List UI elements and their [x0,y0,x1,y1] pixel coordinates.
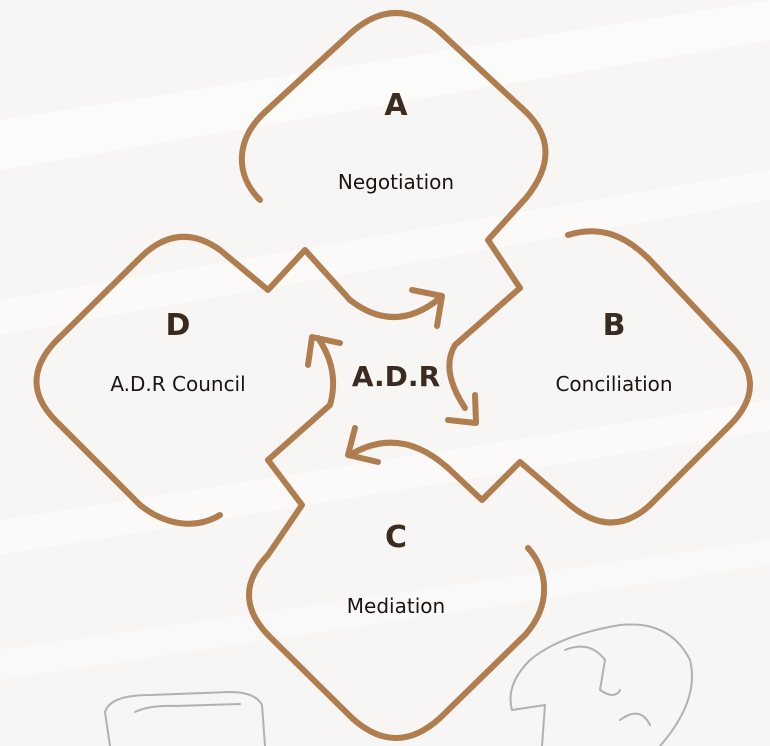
node-c-letter: C [384,520,408,555]
node-a-label: Negotiation [337,170,455,194]
node-d-letter: D [165,308,191,343]
node-c-label: Mediation [346,594,446,618]
node-a-letter: A [384,88,408,123]
node-b-shape [445,228,753,526]
node-d-label: A.D.R Council [110,372,246,396]
node-b-letter: B [602,308,626,343]
node-d-shape [33,233,353,527]
arrow-d-to-a [265,335,337,463]
arrow-a-to-b [347,295,443,320]
node-a-shape [238,10,549,291]
center-label: A.D.R [351,360,441,393]
arrow-b-to-c [446,285,523,411]
arrow-c-to-d [347,439,451,471]
node-b-label: Conciliation [555,372,673,396]
node-c-shape [246,457,548,741]
